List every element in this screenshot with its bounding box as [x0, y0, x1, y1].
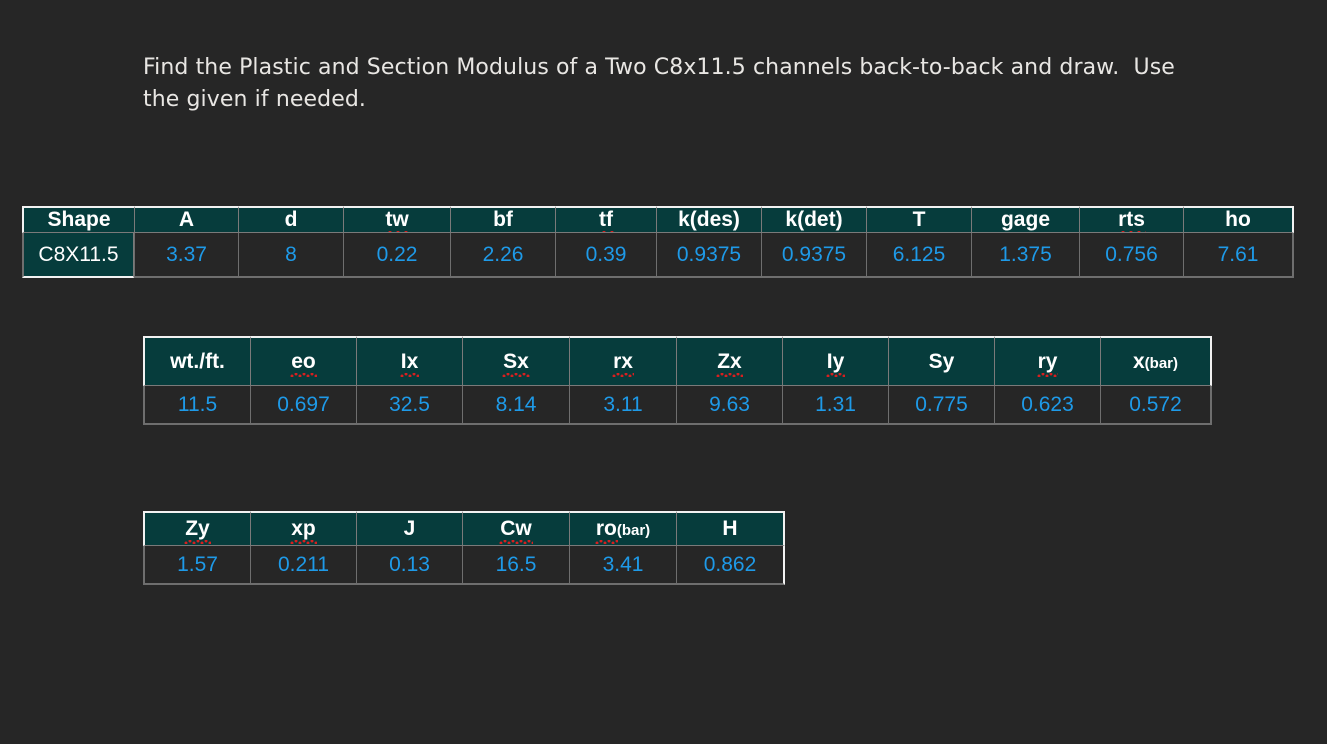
value-gage: 1.375 [971, 233, 1079, 278]
col-header-sx: Sx [462, 336, 569, 386]
col-header-rx: rx [569, 336, 676, 386]
value-a: 3.37 [134, 233, 238, 278]
value-kdes: 0.9375 [656, 233, 761, 278]
value-d: 8 [238, 233, 343, 278]
table-data-row: 11.5 0.697 32.5 8.14 3.11 9.63 1.31 0.77… [143, 386, 1212, 425]
table-header-row: Zy xp J Cw ro(bar) H [143, 511, 785, 546]
value-rts: 0.756 [1079, 233, 1183, 278]
col-header-t: T [866, 206, 971, 233]
col-header-ho: ho [1183, 206, 1294, 233]
col-header-rts: rts [1079, 206, 1183, 233]
col-header-bf: bf [450, 206, 555, 233]
col-header-d: d [238, 206, 343, 233]
value-cw: 16.5 [462, 546, 569, 585]
torsional-properties-table: Zy xp J Cw ro(bar) H 1.57 0.211 0.13 16.… [143, 511, 785, 585]
col-header-robar: ro(bar) [569, 511, 676, 546]
col-header-eo: eo [250, 336, 356, 386]
table-header-row: wt./ft. eo Ix Sx rx Zx Iy Sy ry x(bar) [143, 336, 1212, 386]
col-header-sy: Sy [888, 336, 994, 386]
section-properties-table: wt./ft. eo Ix Sx rx Zx Iy Sy ry x(bar) 1… [143, 336, 1212, 425]
value-ho: 7.61 [1183, 233, 1294, 278]
value-robar: 3.41 [569, 546, 676, 585]
col-header-cw: Cw [462, 511, 569, 546]
value-t: 6.125 [866, 233, 971, 278]
value-sy: 0.775 [888, 386, 994, 425]
col-header-tf: tf [555, 206, 656, 233]
col-header-zy: Zy [143, 511, 250, 546]
value-tw: 0.22 [343, 233, 450, 278]
value-xp: 0.211 [250, 546, 356, 585]
table-data-row: C8X11.5 3.37 8 0.22 2.26 0.39 0.9375 0.9… [22, 233, 1294, 278]
value-bf: 2.26 [450, 233, 555, 278]
col-header-gage: gage [971, 206, 1079, 233]
col-header-xp: xp [250, 511, 356, 546]
value-wt-per-ft: 11.5 [143, 386, 250, 425]
col-header-h: H [676, 511, 785, 546]
value-ry: 0.623 [994, 386, 1100, 425]
table-header-row: Shape A d tw bf tf k(des) k(det) T gage … [22, 206, 1294, 233]
col-header-kdes: k(des) [656, 206, 761, 233]
value-zx: 9.63 [676, 386, 782, 425]
col-header-tw: tw [343, 206, 450, 233]
value-xbar: 0.572 [1100, 386, 1212, 425]
value-h: 0.862 [676, 546, 785, 585]
col-header-ix: Ix [356, 336, 462, 386]
col-header-shape: Shape [22, 206, 134, 233]
col-header-j: J [356, 511, 462, 546]
col-header-ry: ry [994, 336, 1100, 386]
value-iy: 1.31 [782, 386, 888, 425]
value-tf: 0.39 [555, 233, 656, 278]
question-prompt: Find the Plastic and Section Modulus of … [143, 55, 1183, 112]
col-header-a: A [134, 206, 238, 233]
table-data-row: 1.57 0.211 0.13 16.5 3.41 0.862 [143, 546, 785, 585]
value-eo: 0.697 [250, 386, 356, 425]
value-kdet: 0.9375 [761, 233, 866, 278]
col-header-zx: Zx [676, 336, 782, 386]
col-header-iy: Iy [782, 336, 888, 386]
value-ix: 32.5 [356, 386, 462, 425]
col-header-wt-per-ft: wt./ft. [143, 336, 250, 386]
col-header-kdet: k(det) [761, 206, 866, 233]
dimensions-table: Shape A d tw bf tf k(des) k(det) T gage … [22, 206, 1294, 278]
value-sx: 8.14 [462, 386, 569, 425]
value-zy: 1.57 [143, 546, 250, 585]
value-rx: 3.11 [569, 386, 676, 425]
col-header-xbar: x(bar) [1100, 336, 1212, 386]
value-shape: C8X11.5 [22, 233, 134, 278]
value-j: 0.13 [356, 546, 462, 585]
